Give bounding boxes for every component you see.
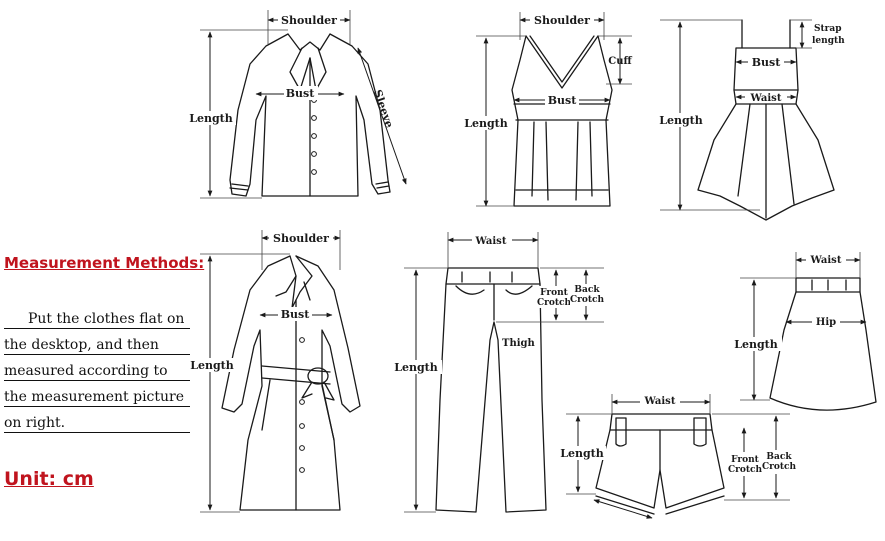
vest-cuff-label: Cuff — [608, 56, 632, 67]
pants-back-label-2: Crotch — [570, 295, 605, 305]
measurement-methods-heading: Measurement Methods: — [4, 254, 205, 272]
vest-drawing — [511, 35, 613, 207]
shirt-drawing — [229, 33, 391, 197]
pants-front-label-2: Crotch — [537, 298, 572, 308]
shirt-guides — [200, 10, 351, 199]
instruction-line: the measurement picture — [4, 388, 190, 407]
pants-back-label-1: Back — [574, 285, 600, 295]
shirt-sleeve-arrow — [357, 47, 407, 185]
dress-strap-label-2: length — [812, 36, 845, 46]
shirt-sleeve-label: Sleeve — [371, 88, 396, 130]
button-dot — [299, 467, 305, 473]
button-dot — [311, 133, 317, 139]
vest-dimension-lines — [483, 17, 623, 207]
skirt-waist-label: Waist — [810, 255, 842, 266]
button-dot — [299, 337, 305, 343]
vest-shoulder-label: Shoulder — [534, 14, 590, 27]
shorts-waist-label: Waist — [644, 396, 676, 407]
instructions-panel: Measurement Methods: Put the clothes fla… — [0, 0, 210, 541]
dress-bust-label: Bust — [752, 56, 781, 69]
dress-length-label: Length — [659, 114, 703, 127]
button-dot — [311, 169, 317, 175]
shorts-guides — [566, 394, 790, 501]
shorts-back-label-1: Back — [766, 452, 792, 462]
shirt-figure: Shoulder Bust Length Sleeve — [186, 10, 407, 199]
shorts-front-label-1: Front — [731, 455, 760, 465]
coat-drawing — [221, 255, 361, 511]
dress-strap-label-1: Strap — [814, 24, 842, 34]
shorts-hem-arrow — [593, 499, 653, 519]
shirt-buttons — [311, 97, 317, 175]
pants-figure: Waist Length Thigh Front Crotch Back Cro… — [390, 232, 605, 513]
skirt-guides — [740, 252, 861, 401]
coat-figure: Shoulder Bust Length — [188, 230, 361, 513]
shorts-back-label-2: Crotch — [762, 462, 797, 472]
coat-length-label: Length — [190, 359, 234, 372]
button-dot — [299, 399, 305, 405]
dress-waist-label: Waist — [750, 93, 782, 104]
unit-label: Unit: cm — [4, 468, 94, 490]
pants-thigh-label: Thigh — [502, 338, 536, 349]
skirt-length-label: Length — [734, 338, 778, 351]
shorts-drawing — [595, 413, 725, 515]
instruction-line: Put the clothes flat on — [4, 310, 190, 329]
skirt-drawing — [769, 277, 877, 411]
pants-front-label-1: Front — [540, 288, 569, 298]
skirt-dimension-lines — [751, 257, 867, 401]
pants-waist-label: Waist — [475, 236, 507, 247]
button-dot — [299, 423, 305, 429]
shorts-front-label-2: Crotch — [728, 465, 763, 475]
button-dot — [299, 445, 305, 451]
shorts-figure: Waist Length Front Crotch Back Crotch — [556, 394, 798, 519]
shorts-length-label: Length — [560, 447, 604, 460]
vest-figure: Shoulder Bust Length Cuff — [460, 12, 633, 207]
skirt-hip-label: Hip — [816, 317, 836, 328]
coat-shoulder-label: Shoulder — [273, 232, 329, 245]
button-dot — [311, 115, 317, 121]
pants-guides — [404, 232, 604, 513]
coat-bust-label: Bust — [281, 308, 310, 321]
vest-bust-label: Bust — [548, 94, 577, 107]
button-dot — [311, 151, 317, 157]
dress-figure: Bust Waist Length Strap length — [655, 19, 845, 221]
instruction-line: the desktop, and then — [4, 336, 190, 355]
vest-length-label: Length — [464, 117, 508, 130]
skirt-figure: Waist Hip Length — [730, 252, 877, 411]
coat-buttons — [299, 315, 305, 473]
instruction-line: on right. — [4, 414, 190, 433]
instruction-line: measured according to — [4, 362, 190, 381]
dress-drawing — [697, 19, 835, 221]
shirt-length-label: Length — [189, 112, 233, 125]
shirt-bust-label: Bust — [286, 87, 315, 100]
pants-drawing — [435, 267, 547, 513]
shirt-shoulder-label: Shoulder — [281, 14, 337, 27]
pants-length-label: Length — [394, 361, 438, 374]
